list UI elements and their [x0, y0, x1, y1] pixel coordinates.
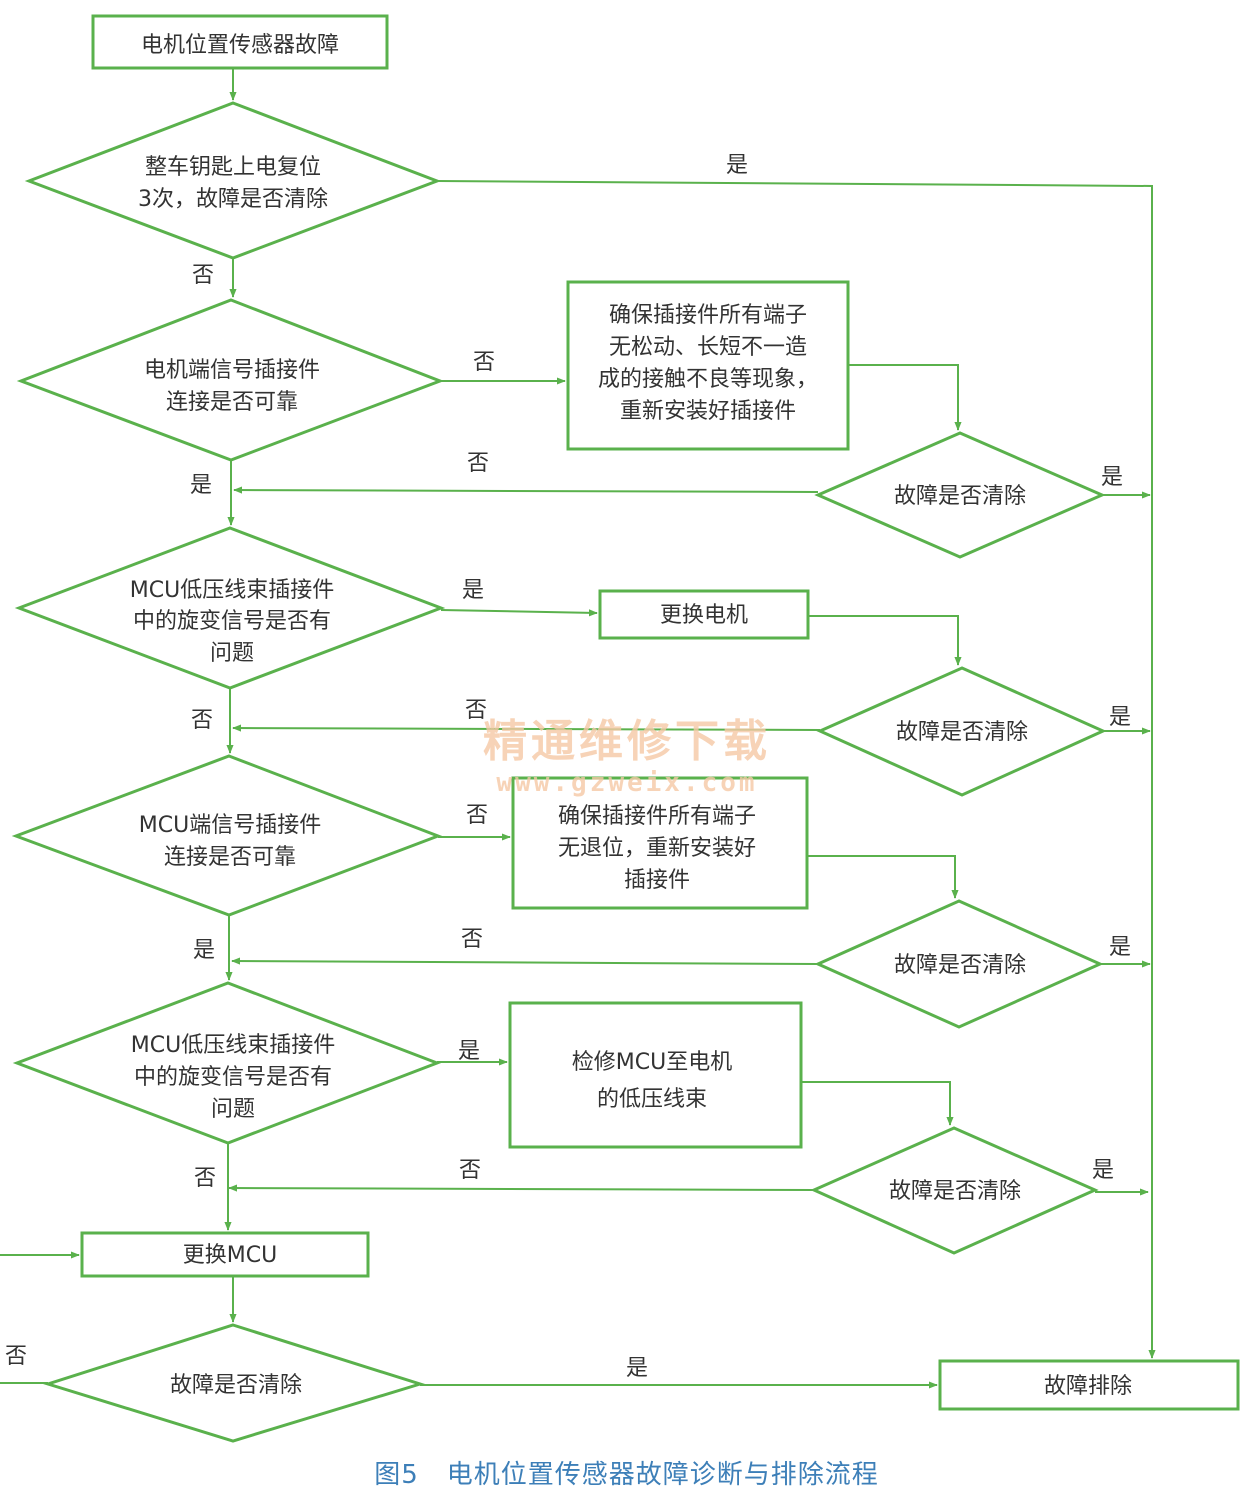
a4-text-line2: 无退位，重新安装好 — [558, 836, 756, 861]
check-c3 — [816, 666, 1107, 797]
start-box — [91, 14, 389, 70]
node-texts: 电机位置传感器故障 整车钥匙上电复位 3次，故障是否清除 电机端信号插接件 连接… — [130, 33, 1132, 1399]
c6-text: 故障是否清除 — [170, 1373, 302, 1398]
flow-d1-yes-rail — [436, 180, 1156, 1359]
action-a5-box — [508, 1001, 803, 1149]
label-d2-no: 否 — [473, 350, 495, 375]
figure-number: 图5 — [374, 1460, 419, 1490]
label-c5-yes: 是 — [1092, 1158, 1114, 1183]
a3-text: 更换电机 — [660, 603, 748, 628]
d1-text-line2: 3次，故障是否清除 — [138, 187, 328, 212]
a2-text-line3: 成的接触不良等现象， — [598, 367, 818, 392]
d2-text-line1: 电机端信号插接件 — [144, 358, 320, 383]
decision-d5 — [12, 981, 442, 1145]
check-c2 — [814, 431, 1106, 559]
action-a4-box — [511, 776, 809, 910]
label-d5-yes: 是 — [458, 1039, 480, 1064]
d2-text-line2: 连接是否可靠 — [166, 390, 298, 415]
c4-text: 故障是否清除 — [894, 953, 1026, 978]
d3-text-line2: 中的旋变信号是否有 — [133, 609, 331, 634]
d1-text-line1: 整车钥匙上电复位 — [145, 155, 321, 180]
label-c5-no: 否 — [459, 1158, 481, 1183]
d5-text-line2: 中的旋变信号是否有 — [134, 1065, 332, 1090]
connectors — [0, 68, 1156, 1389]
flow-a4-c4 — [807, 855, 959, 899]
label-c3-yes: 是 — [1109, 705, 1131, 730]
end-box — [938, 1359, 1240, 1411]
flow-a2-c2 — [848, 364, 962, 431]
c2-text: 故障是否清除 — [894, 484, 1026, 509]
label-c3-no: 否 — [465, 698, 487, 723]
end-text: 故障排除 — [1044, 1374, 1132, 1399]
label-c6-yes: 是 — [626, 1356, 648, 1381]
watermark-url: www.gzweix.com — [496, 768, 757, 798]
a2-text-line4: 重新安装好插接件 — [620, 399, 796, 424]
label-d2-yes: 是 — [190, 473, 212, 498]
flow-c4-no — [231, 957, 819, 965]
figure-caption: 图5 电机位置传感器故障诊断与排除流程 — [0, 1454, 1253, 1491]
c3-text: 故障是否清除 — [896, 720, 1028, 745]
label-c4-no: 否 — [461, 927, 483, 952]
d5-text-line1: MCU低压线束插接件 — [131, 1033, 335, 1058]
figure-title: 电机位置传感器故障诊断与排除流程 — [446, 1460, 879, 1490]
flow-c5-no — [228, 1184, 815, 1192]
label-d1-yes: 是 — [726, 153, 748, 178]
decision-d2 — [16, 298, 445, 462]
action-a2-box — [566, 280, 850, 451]
decision-d4 — [11, 754, 443, 917]
a6-text: 更换MCU — [183, 1243, 277, 1268]
flowchart: 精通维修下载 www.gzweix.com 电机位置传感器故障 整车钥匙上电复位… — [0, 14, 1240, 1443]
d4-text-line2: 连接是否可靠 — [164, 845, 296, 870]
label-d4-yes: 是 — [193, 938, 215, 963]
flow-c3-no — [232, 724, 821, 732]
decision-d1 — [24, 101, 442, 260]
label-d3-no: 否 — [191, 708, 213, 733]
d4-text-line1: MCU端信号插接件 — [139, 813, 321, 838]
label-d5-no: 否 — [194, 1166, 216, 1191]
d5-text-line3: 问题 — [211, 1097, 255, 1122]
action-a6-box — [80, 1231, 370, 1278]
a4-text-line1: 确保插接件所有端子 — [558, 804, 756, 829]
start-text: 电机位置传感器故障 — [141, 33, 339, 58]
label-c6-no: 否 — [5, 1344, 27, 1369]
a2-text-line2: 无松动、长短不一造 — [609, 335, 807, 360]
watermark-cn: 精通维修下载 — [483, 716, 771, 767]
a2-text-line1: 确保插接件所有端子 — [609, 303, 807, 328]
flow-d3-a3 — [440, 609, 598, 617]
a5-text-line1: 检修MCU至电机 — [572, 1050, 732, 1075]
shapes — [11, 14, 1240, 1443]
check-c4 — [814, 899, 1104, 1029]
flow-a3-c3 — [808, 615, 962, 666]
label-c4-yes: 是 — [1109, 935, 1131, 960]
label-c2-no: 否 — [467, 451, 489, 476]
check-c6 — [42, 1323, 426, 1443]
a4-text-line3: 插接件 — [624, 868, 690, 893]
d3-text-line1: MCU低压线束插接件 — [130, 578, 334, 603]
decision-d3 — [14, 526, 446, 690]
d3-text-line3: 问题 — [210, 641, 254, 666]
check-c5 — [810, 1126, 1099, 1255]
label-d4-no: 否 — [466, 803, 488, 828]
action-a3-box — [598, 589, 810, 640]
label-d3-yes: 是 — [462, 578, 484, 603]
flow-c2-no — [233, 486, 819, 494]
c5-text: 故障是否清除 — [889, 1179, 1021, 1204]
flow-a5-c5 — [801, 1081, 954, 1126]
a5-text-line2: 的低压线束 — [597, 1087, 707, 1112]
label-c2-yes: 是 — [1101, 465, 1123, 490]
branch-labels: 是 否 否 是 否 是 是 否 否 是 否 是 否 是 是 否 否 是 否 是 — [5, 153, 1131, 1381]
watermark: 精通维修下载 www.gzweix.com — [483, 716, 771, 798]
label-d1-no: 否 — [192, 263, 214, 288]
